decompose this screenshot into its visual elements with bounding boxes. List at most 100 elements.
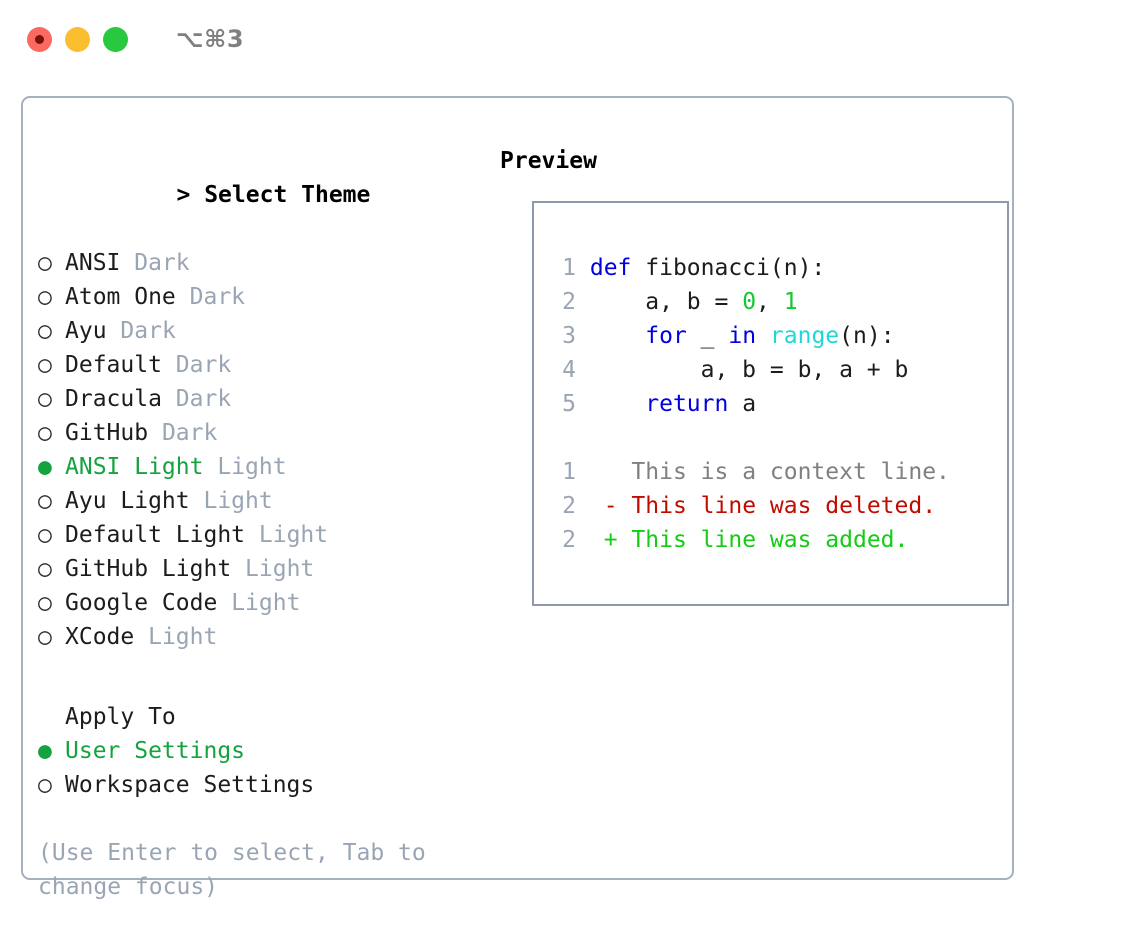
radio-unselected-icon: ○: [38, 318, 52, 344]
code-token: (n):: [839, 323, 895, 349]
theme-name: Atom One: [65, 284, 176, 310]
code-token: (n):: [769, 255, 826, 281]
theme-variant-badge: Dark: [175, 352, 232, 378]
radio-unselected-icon: ○: [38, 284, 52, 310]
content-columns: > Select Theme ○ANSI Dark○Atom One Dark○…: [23, 98, 1012, 900]
page-title: Select Theme: [204, 182, 371, 208]
theme-variant-badge: Dark: [161, 420, 218, 446]
apply-to-option-label: Workspace Settings: [65, 772, 315, 798]
main-panel: > Select Theme ○ANSI Dark○Atom One Dark○…: [21, 96, 1014, 900]
prompt-marker: >: [176, 182, 191, 208]
theme-name: ANSI Light: [65, 454, 204, 480]
line-number: 1: [562, 459, 576, 485]
code-token: a, b =: [589, 289, 743, 315]
code-diff-separator: [550, 421, 1002, 455]
line-number: 2: [562, 493, 576, 519]
diff-text: This line was added.: [631, 527, 909, 553]
theme-variant-badge: Dark: [120, 318, 176, 344]
code-token: for: [645, 323, 687, 349]
theme-list-item[interactable]: ○ Atom One Dark: [38, 280, 488, 314]
theme-variant-badge: Light: [245, 556, 315, 582]
radio-unselected-icon: ○: [38, 556, 52, 582]
radio-unselected-icon: ○: [38, 352, 52, 378]
diff-text: This line was deleted.: [631, 493, 937, 519]
maximize-window-button[interactable]: [103, 26, 128, 52]
code-token: ,: [756, 289, 784, 315]
theme-variant-badge: Light: [203, 488, 273, 514]
diff-line: 1 This is a context line.: [550, 455, 1002, 489]
line-number: 4: [562, 357, 576, 383]
radio-unselected-icon: ○: [38, 624, 52, 650]
theme-name: XCode: [65, 624, 135, 650]
theme-variant-badge: Light: [258, 522, 329, 548]
theme-list-item[interactable]: ○ANSI Dark: [38, 246, 488, 280]
code-token: [756, 323, 770, 349]
theme-variant-badge: Light: [231, 590, 301, 616]
theme-list-item[interactable]: ○ Ayu Dark: [38, 314, 488, 348]
theme-name: Default Light: [65, 522, 246, 548]
line-number: 3: [562, 323, 576, 349]
theme-variant-badge: Dark: [175, 386, 232, 412]
code-token: return: [645, 391, 729, 417]
radio-unselected-icon: ○: [38, 522, 52, 548]
theme-name: GitHub: [65, 420, 149, 446]
theme-list-item[interactable]: ● ANSI Light Light: [38, 450, 488, 484]
title-bar: ⌥⌘3: [0, 0, 1140, 78]
theme-variant-badge: Light: [148, 624, 218, 650]
code-token: [631, 255, 645, 281]
code-line: 4 a, b = b, a + b: [550, 353, 1002, 387]
theme-list-item[interactable]: ○GitHub Light Light: [38, 552, 488, 586]
theme-list-item[interactable]: ○ Google Code Light: [38, 586, 488, 620]
diff-line: 2 - This line was deleted.: [550, 489, 1002, 523]
theme-list-item[interactable]: ○ XCode Light: [38, 620, 488, 654]
apply-to-option-label: User Settings: [65, 738, 246, 764]
code-line: 5 return a: [550, 387, 1002, 421]
theme-variant-badge: Dark: [189, 284, 246, 310]
theme-name: Google Code: [65, 590, 218, 616]
code-token: range: [769, 323, 840, 349]
code-line: 1 def fibonacci(n):: [550, 251, 1002, 285]
radio-unselected-icon: ○: [38, 590, 52, 616]
theme-picker-title: > Select Theme: [38, 144, 488, 246]
apply-to-option[interactable]: ○ Workspace Settings: [38, 768, 488, 802]
code-token: 1: [783, 289, 798, 315]
radio-selected-icon: ●: [38, 738, 52, 764]
line-number: 1: [562, 255, 576, 281]
window-shortcut-label: ⌥⌘3: [176, 25, 245, 53]
code-line: 3 for _ in range(n):: [550, 319, 1002, 353]
theme-list-item[interactable]: ○ Default Dark: [38, 348, 488, 382]
radio-selected-icon: ●: [38, 454, 52, 480]
radio-unselected-icon: ○: [38, 386, 52, 412]
minimize-window-button[interactable]: [65, 26, 90, 52]
theme-name: Ayu: [65, 318, 107, 344]
close-window-button[interactable]: [27, 26, 52, 52]
diff-text: This is a context line.: [631, 459, 950, 485]
code-token: def: [589, 255, 632, 281]
theme-variant-badge: Light: [217, 454, 287, 480]
radio-unselected-icon: ○: [38, 250, 52, 276]
diff-marker: +: [603, 527, 618, 553]
theme-list-spacer: [38, 654, 488, 700]
line-number: 2: [562, 289, 576, 315]
theme-list-item[interactable]: ○ Dracula Dark: [38, 382, 488, 416]
code-token: [590, 391, 645, 417]
theme-name: Dracula: [65, 386, 162, 412]
theme-list-item[interactable]: ○GitHub Dark: [38, 416, 488, 450]
diff-marker: [604, 459, 618, 485]
traffic-light-group: [27, 26, 128, 52]
theme-name: ANSI: [65, 250, 121, 276]
theme-list-item[interactable]: ○ Default Light Light: [38, 518, 488, 552]
radio-unselected-icon: ○: [38, 488, 52, 514]
theme-list-item[interactable]: ○ Ayu Light Light: [38, 484, 488, 518]
theme-name: Ayu Light: [65, 488, 190, 514]
theme-name: Default: [65, 352, 162, 378]
hint-spacer: [38, 802, 488, 836]
radio-unselected-icon: ○: [38, 772, 52, 798]
code-token: fibonacci: [645, 255, 770, 281]
code-token: in: [728, 323, 757, 349]
apply-to-option[interactable]: ● User Settings: [38, 734, 488, 768]
code-token: a, b = b, a + b: [589, 357, 909, 383]
